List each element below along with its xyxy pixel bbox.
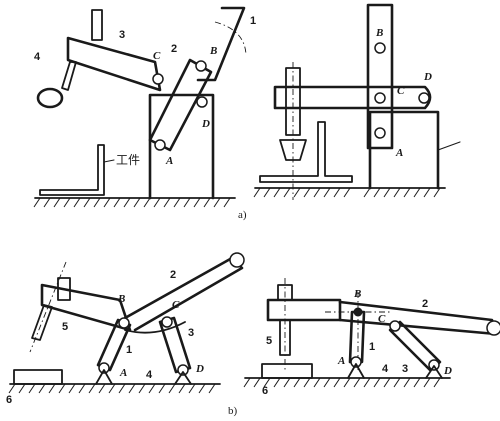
label-part-3: 3 (119, 29, 125, 41)
label-point-a: A (395, 147, 403, 159)
fig-b-right: B 2 C 5 1 A 4 3 D 6 (243, 278, 500, 397)
pin-a (98, 362, 110, 374)
support-a (95, 369, 113, 385)
screw-top (91, 9, 103, 41)
label-part-4: 4 (146, 369, 153, 381)
label-part-5: 5 (266, 335, 272, 347)
pin-a (350, 356, 362, 368)
label-point-d: D (201, 118, 210, 130)
base-block (368, 110, 440, 190)
screw-centerline (29, 261, 67, 353)
label-point-a: A (119, 367, 127, 379)
support-d (425, 365, 443, 379)
label-part-2: 2 (171, 43, 177, 55)
screw-5 (31, 304, 53, 341)
pressure-pad-4 (36, 87, 64, 109)
pressure-pad (279, 139, 307, 161)
pin-c (152, 73, 164, 85)
support-d (174, 371, 192, 385)
handle-motion-arc (214, 21, 247, 56)
fig-b-left: 2 5 1 3 4 6 B C A D (6, 252, 245, 406)
ground-hatching (253, 187, 441, 198)
lever-2-upper (123, 256, 244, 332)
lever-2-end (229, 252, 245, 268)
pin-a (154, 139, 166, 151)
screw (285, 67, 301, 136)
label-point-b: B (375, 27, 383, 39)
pin-b (195, 60, 207, 72)
label-part-2: 2 (170, 269, 176, 281)
label-point-c: C (172, 299, 180, 311)
workpiece-6 (13, 369, 63, 385)
clamp-arm (40, 283, 132, 332)
label-part-1: 1 (250, 15, 256, 27)
handle-1 (366, 3, 394, 150)
label-point-b: B (117, 293, 125, 305)
clamp-arm-3 (273, 85, 432, 110)
label-part-1: 1 (126, 344, 132, 356)
base-block (148, 93, 215, 200)
link-1 (348, 310, 366, 364)
label-part-5: 5 (62, 321, 68, 333)
fig-a-left: 4 3 2 1 C B D A 工件 (33, 6, 256, 208)
label-point-d: D (443, 365, 452, 377)
label-point-c: C (153, 50, 161, 62)
pin-d (177, 364, 189, 376)
clamp-arm-3 (66, 36, 162, 92)
workpiece (39, 144, 105, 196)
screw-top (57, 277, 71, 301)
label-part-1: 1 (369, 341, 375, 353)
pin-a (374, 127, 386, 139)
pin-c (161, 316, 173, 328)
label-part-2: 2 (422, 298, 428, 310)
workpiece-6 (261, 363, 313, 379)
pin-d (428, 359, 440, 371)
label-point-d: D (195, 363, 204, 375)
support-a (347, 363, 365, 379)
leader-line (437, 141, 461, 151)
clamp-arm (266, 298, 342, 322)
label-point-a: A (337, 355, 345, 367)
label-point-a: A (165, 155, 173, 167)
label-point-b: B (353, 288, 361, 300)
label-point-b: B (209, 45, 217, 57)
ground-hatching (33, 197, 231, 208)
pin-b (374, 42, 386, 54)
pin-c (389, 320, 401, 332)
pin-d (196, 96, 208, 108)
caption-b: b) (228, 405, 238, 417)
pin-d (418, 92, 430, 104)
screw-top (277, 284, 293, 301)
label-workpiece: 工件 (116, 153, 140, 167)
screw-shaft (61, 61, 77, 91)
label-point-c: C (378, 313, 386, 325)
label-part-4: 4 (382, 363, 389, 375)
lever-2-end (486, 320, 500, 336)
label-point-c: C (397, 85, 405, 97)
workpiece-leader (103, 159, 115, 163)
label-part-3: 3 (188, 327, 194, 339)
label-point-d: D (423, 71, 432, 83)
pin-b (118, 317, 130, 329)
label-part-6: 6 (262, 385, 268, 397)
screw-5 (279, 319, 291, 356)
label-part-6: 6 (6, 394, 12, 406)
label-part-4: 4 (34, 51, 41, 63)
ground-hatching (8, 383, 216, 394)
fig-a-right: B C D A (253, 3, 461, 200)
pin-c (374, 92, 386, 104)
pin-b (353, 307, 363, 317)
ground-hatching (243, 377, 441, 388)
caption-a: a) (238, 209, 247, 221)
label-part-3: 3 (402, 363, 408, 375)
workpiece (259, 121, 353, 183)
